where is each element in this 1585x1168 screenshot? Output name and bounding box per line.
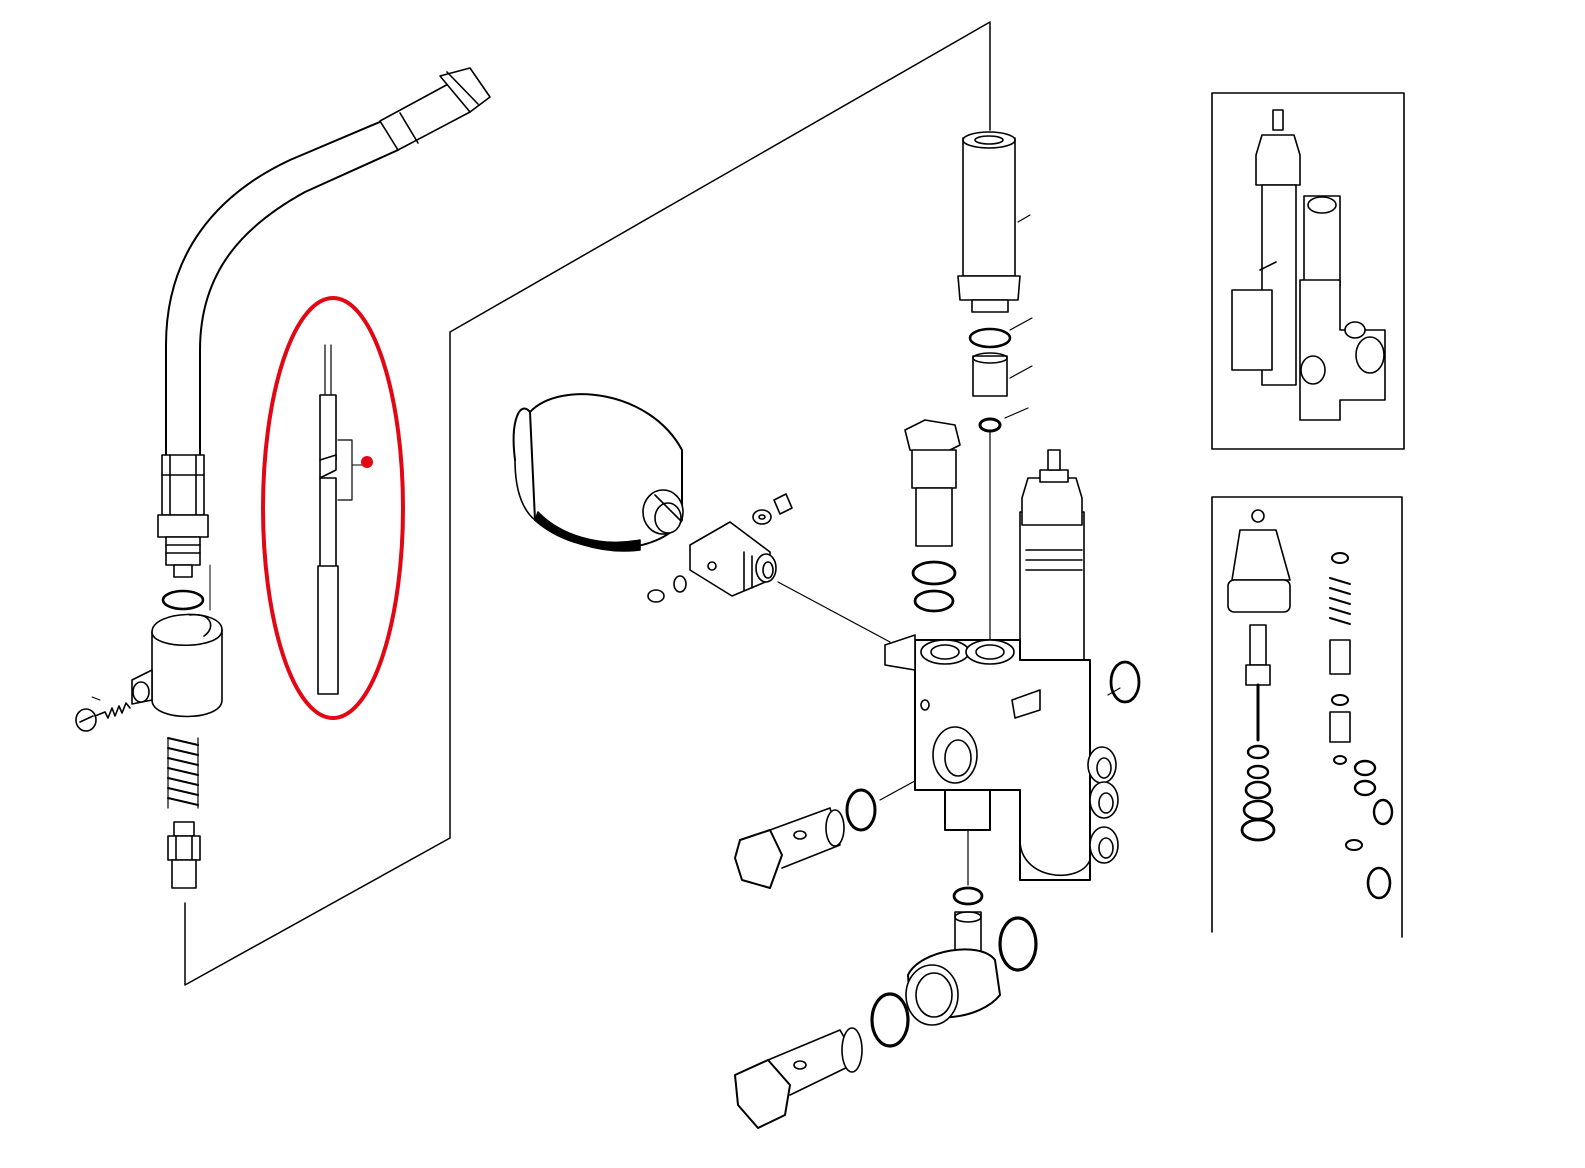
banjo-bolt [734, 788, 877, 889]
elbow-fitting [870, 886, 1038, 1048]
valve-sleeve [957, 131, 1021, 433]
assembly-frame [184, 21, 991, 986]
highlight-marker-dot [361, 456, 373, 468]
compression-spring [167, 737, 199, 809]
adapter-small-parts [647, 493, 793, 603]
hose-fitting [157, 454, 209, 578]
hose-coupling-nut [379, 67, 491, 151]
adapter-fitting [689, 521, 777, 597]
lower-banjo-bolt [734, 1027, 863, 1129]
control-piston-assembly [904, 419, 961, 613]
hose-o-ring [161, 564, 211, 611]
spring-nipple [167, 821, 201, 889]
highlight-ring [261, 296, 405, 720]
switch-housing [131, 613, 223, 718]
high-pressure-hose [165, 120, 399, 456]
assembled-valve-inset [1211, 92, 1405, 450]
pressure-accumulator [512, 393, 684, 552]
highlighted-sensor-probe [317, 344, 363, 695]
control-head-parts-inset [1211, 496, 1403, 938]
housing-screw [75, 696, 131, 732]
valve-body [884, 449, 1141, 881]
